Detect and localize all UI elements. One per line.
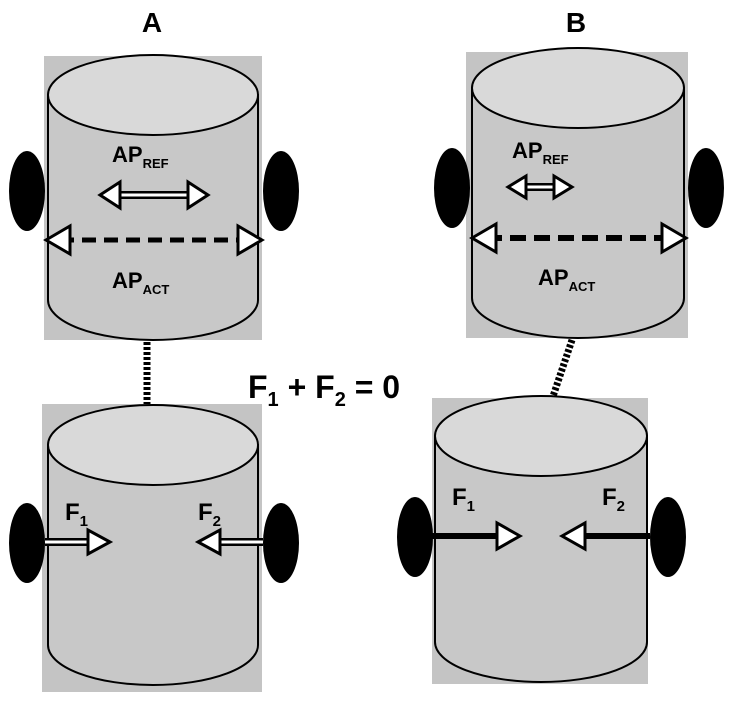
panel-b-top-cylinder-lid [471, 47, 685, 129]
panel-a-bottom-cylinder [42, 404, 262, 692]
panel-b-apref-arrow [505, 173, 575, 201]
panel-a-apref-label: APREF [112, 142, 169, 171]
panel-a-f2-arrow [194, 527, 263, 557]
panel-a-top-cylinder-lid [47, 54, 259, 136]
panel-b-top-cylinder [466, 47, 688, 339]
panel-b-f1-arrow [432, 520, 524, 552]
panel-b-top-left-electrode [434, 148, 470, 228]
panel-b-apact-label: APACT [538, 265, 595, 294]
panel-a-f1-label: F1 [65, 499, 88, 530]
panel-b-bottom-cylinder-body [434, 435, 648, 683]
panel-b-top-right-electrode [688, 148, 724, 228]
panel-b-bottom-cylinder-lid [434, 395, 648, 477]
panel-b-bottom-cylinder [432, 395, 648, 684]
panel-b-top-cylinder-body [471, 87, 685, 339]
panel-a-apref-arrow [97, 179, 211, 211]
panel-b-bottom-left-electrode [397, 497, 433, 577]
panel-a-apact-label: APACT [112, 268, 169, 297]
panel-a-bottom-left-electrode [9, 503, 45, 583]
panel-b-f2-label: F2 [602, 484, 625, 515]
panel-b-f2-arrow [558, 520, 650, 552]
force-balance-equation: F1 + F2 = 0 [248, 369, 400, 411]
panel-b-apact-arrow [469, 221, 689, 255]
panel-a-top-cylinder [44, 54, 262, 341]
panel-b-apref-label: APREF [512, 138, 569, 167]
panel-b-f1-label: F1 [452, 484, 475, 515]
panel-a-bottom-right-electrode [263, 503, 299, 583]
panel-a-f2-label: F2 [198, 499, 221, 530]
panel-a-top-left-electrode [9, 151, 45, 231]
panel-a-apact-arrow [43, 223, 265, 257]
panel-a-bottom-cylinder-body [47, 444, 259, 686]
panel-a-f1-arrow [45, 527, 114, 557]
panel-a-top-right-electrode [263, 151, 299, 231]
panel-a-label: A [142, 7, 162, 38]
panel-a-bottom-cylinder-lid [47, 404, 259, 486]
panel-b-label: B [566, 7, 586, 38]
panel-a-top-cylinder-body [47, 94, 259, 341]
panel-b-bottom-right-electrode [650, 497, 686, 577]
